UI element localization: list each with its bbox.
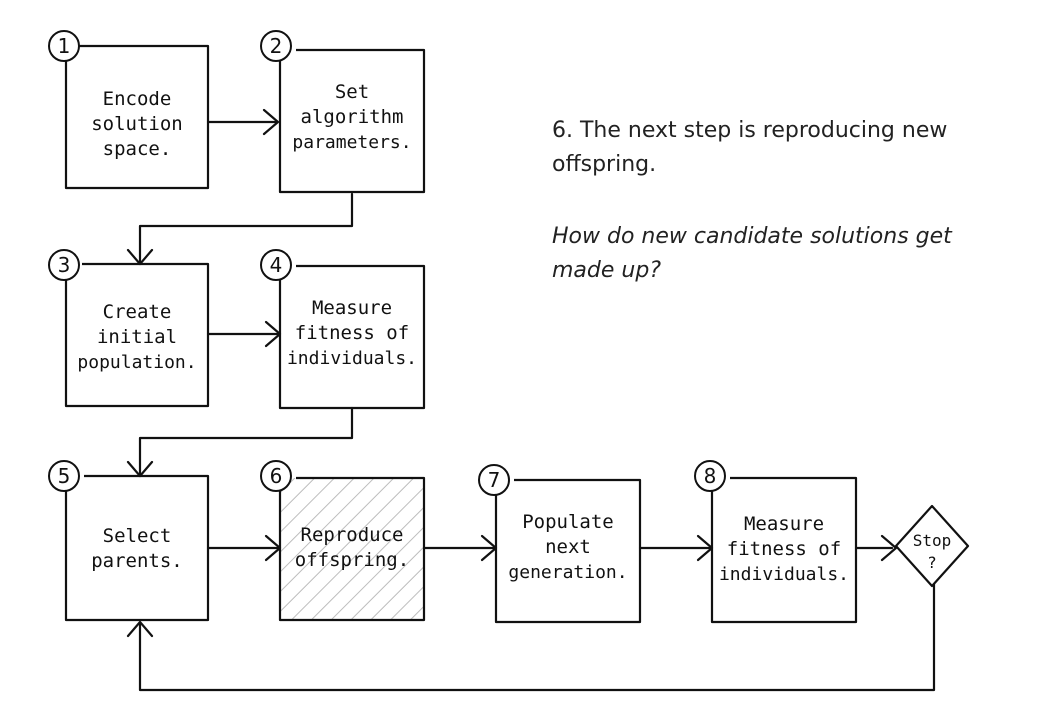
step-badge-6: [260, 460, 292, 492]
step-4-label-line: fitness of: [295, 322, 409, 344]
step-5-label-line: Select: [103, 525, 172, 547]
step-number-2: 2: [270, 34, 283, 58]
decision-label-line: Stop: [913, 531, 952, 550]
step-1-label-line: solution: [91, 113, 183, 135]
note-statement: 6. The next step is reproducing new offs…: [552, 114, 992, 182]
step-4-label-line: individuals.: [287, 348, 417, 369]
step-box-1: [64, 44, 210, 190]
step-badge-5: [48, 460, 80, 492]
step-8-label-line: fitness of: [727, 538, 841, 560]
connector-loop-back: [138, 578, 936, 692]
step-number-3: 3: [58, 253, 71, 277]
arrowhead-1-2: [262, 108, 280, 136]
step-6-label-line: offspring.: [295, 549, 409, 571]
arrowhead-loop-back: [126, 620, 154, 638]
step-3-label-line: population.: [77, 352, 196, 373]
step-badge-8: [694, 460, 726, 492]
step-5-label-line: parents.: [91, 550, 183, 572]
step-2-label-line: Set: [335, 81, 369, 103]
decision-diamond: [894, 504, 970, 588]
step-1-label-line: Encode: [103, 88, 172, 110]
step-box-3: [64, 262, 210, 408]
decision-label-line: ?: [927, 553, 937, 572]
step-box-4: [278, 264, 426, 410]
step-box-8: [710, 476, 858, 624]
connector-2-3: [138, 192, 354, 264]
step-7-label-line: next: [545, 536, 591, 558]
step-number-8: 8: [704, 464, 717, 488]
connector-4-5: [138, 406, 354, 478]
step-box-6-hatch: [280, 478, 424, 620]
step-7-label-line: generation.: [508, 562, 627, 583]
step-number-7: 7: [488, 468, 501, 492]
step-7-label-line: Populate: [522, 511, 614, 533]
step-6-label-line: Reproduce: [301, 524, 404, 546]
step-badge-2: [260, 30, 292, 62]
step-1-label-line: space.: [103, 138, 172, 160]
note-statement-text: 6. The next step is reproducing new offs…: [552, 118, 948, 177]
step-badge-3: [48, 249, 80, 281]
step-2-label-line: algorithm: [301, 106, 404, 128]
step-number-5: 5: [58, 464, 71, 488]
step-number-1: 1: [58, 34, 71, 58]
note-question-text: How do new candidate solutions get made …: [552, 224, 952, 283]
step-box-2: [278, 48, 426, 194]
step-2-label-line: parameters.: [292, 132, 411, 153]
step-8-label-line: Measure: [744, 513, 824, 535]
step-box-6: [278, 476, 426, 622]
step-4-label-line: Measure: [312, 297, 392, 319]
step-badge-7: [478, 464, 510, 496]
step-3-label-line: initial: [97, 326, 177, 348]
step-8-label-line: individuals.: [719, 564, 849, 585]
step-number-6: 6: [270, 464, 283, 488]
step-number-4: 4: [270, 253, 283, 277]
step-box-7: [494, 478, 642, 624]
arrowhead-8-decision: [880, 534, 898, 562]
step-box-5: [64, 474, 210, 622]
step-badge-1: [48, 30, 80, 62]
step-3-label-line: Create: [103, 301, 172, 323]
note-question: How do new candidate solutions get made …: [552, 220, 992, 288]
step-badge-4: [260, 249, 292, 281]
